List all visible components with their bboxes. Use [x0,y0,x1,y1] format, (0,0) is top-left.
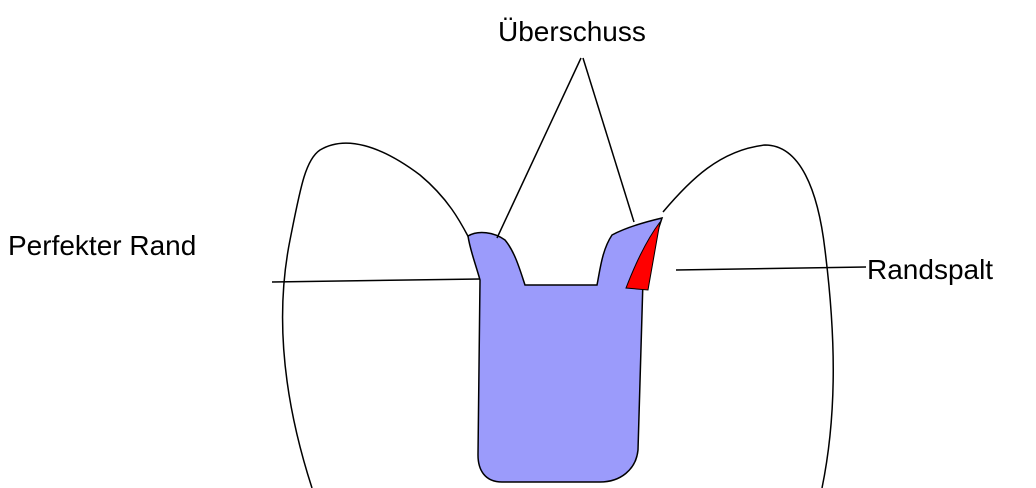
leader-line-marginal-gap [675,266,867,271]
leader-line-excess-right [582,57,635,223]
marginal-gap-region [625,221,661,291]
label-excess: Überschuss [498,16,646,47]
tooth-outline-right [662,144,834,488]
label-perfect-margin: Perfekter Rand [8,230,197,261]
label-marginal-gap: Randspalt [867,254,994,285]
leader-line-excess-left [496,57,582,239]
filling-inlay [467,216,664,483]
leader-line-perfect-margin [271,278,481,283]
tooth-outline-left [281,142,471,488]
